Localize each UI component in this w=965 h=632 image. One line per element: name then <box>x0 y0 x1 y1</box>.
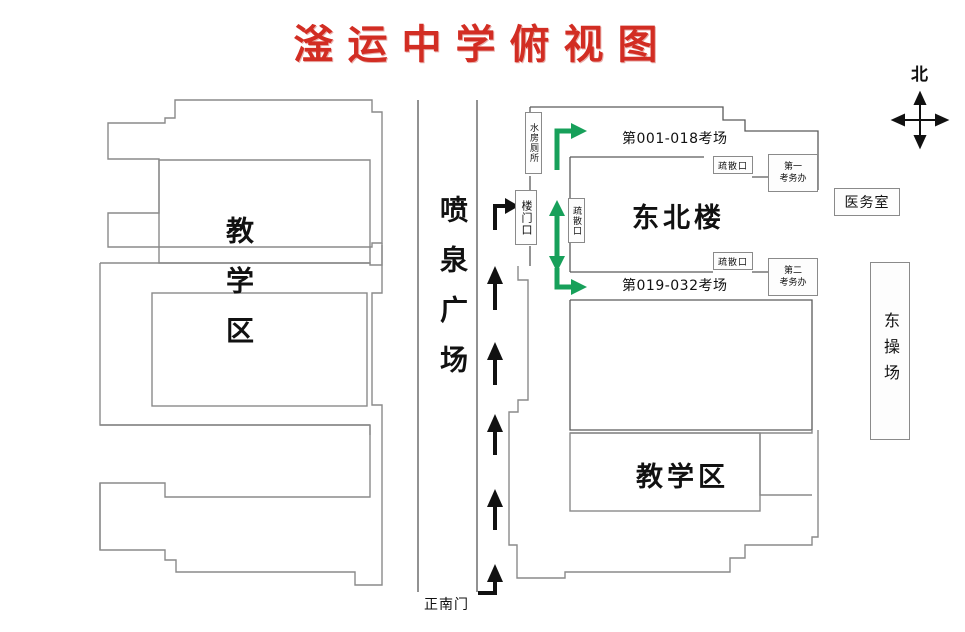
green-arrow-head-top-right <box>571 123 587 139</box>
area-box-east-playground[interactable]: 东操场 <box>870 262 910 440</box>
facility-box-evacuation-exit-north[interactable]: 疏散口 <box>713 156 753 174</box>
exam-hall-label-001-018: 第001-018考场 <box>622 131 728 147</box>
fountain-plaza-boundaries <box>417 100 478 592</box>
green-arrow-head-bottom-right <box>571 279 587 295</box>
black-entry-route <box>478 204 507 595</box>
facility-box-water-room-toilet[interactable]: 水房厕所 <box>525 112 542 174</box>
black-arrow-heads <box>487 198 519 582</box>
facility-box-exam-office-2[interactable]: 第二 考务办 <box>768 258 818 296</box>
gate-label-south-main: 正南门 <box>424 597 469 613</box>
area-label-west-teaching-zone: 教学区 <box>222 216 255 366</box>
black-arrow-head-entrance <box>505 198 519 214</box>
black-arrow-head-1 <box>487 266 503 284</box>
exam-office-1-line2: 考务办 <box>779 174 807 184</box>
facility-box-evacuation-exit-west[interactable]: 疏散口 <box>568 198 585 243</box>
compass-north-label: 北 <box>911 65 928 85</box>
exam-hall-label-019-032: 第019-032考场 <box>622 278 728 294</box>
compass-arrow-west <box>890 113 905 127</box>
west-teaching-zone-outline <box>99 99 383 586</box>
black-arrow-head-4 <box>487 489 503 507</box>
compass-rose <box>890 90 950 150</box>
facility-box-evacuation-exit-south[interactable]: 疏散口 <box>713 252 753 270</box>
southeast-block-outline <box>508 266 819 579</box>
green-arrow-heads <box>549 123 587 295</box>
compass-arrow-south <box>913 135 927 150</box>
black-arrow-head-2 <box>487 342 503 360</box>
compass-arrow-north <box>913 90 927 105</box>
facility-box-medical-room[interactable]: 医务室 <box>834 188 900 216</box>
black-arrow-head-3 <box>487 414 503 432</box>
facility-box-building-entrance[interactable]: 楼门口 <box>515 190 537 245</box>
exam-office-2-line2: 考务办 <box>779 278 807 288</box>
green-evacuation-route <box>554 128 573 290</box>
area-label-northeast-building: 东北楼 <box>632 203 725 234</box>
green-arrow-head-down <box>549 256 565 272</box>
exam-office-2-line1: 第二 <box>783 265 802 276</box>
facility-box-exam-office-1[interactable]: 第一 考务办 <box>768 154 818 192</box>
page-title: 滏运中学俯视图 <box>293 22 672 68</box>
exam-office-1-line1: 第一 <box>783 161 802 172</box>
area-label-fountain-plaza: 喷泉广场 <box>436 195 469 395</box>
compass-arrow-east <box>935 113 950 127</box>
green-arrow-head-up <box>549 200 565 216</box>
area-label-southeast-teaching-zone: 教学区 <box>636 462 729 493</box>
black-arrow-head-5 <box>487 564 503 582</box>
